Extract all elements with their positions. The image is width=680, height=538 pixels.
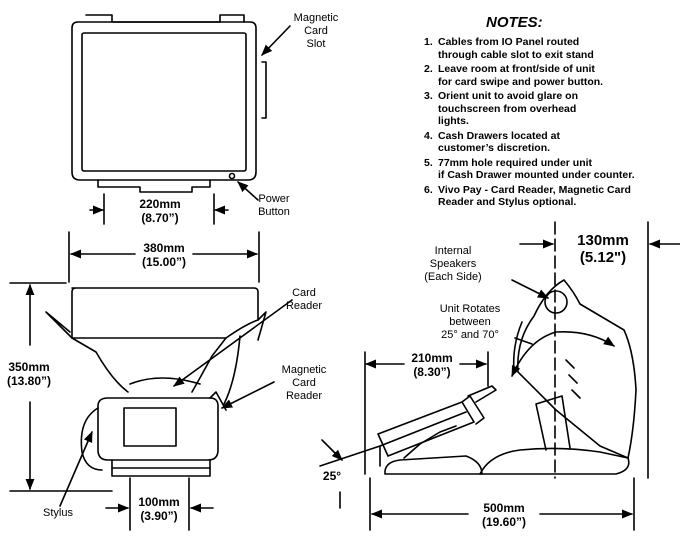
base-width-dimension: 220mm (8.70”) — [139, 197, 181, 225]
note-item: 1. Cables from IO Panel routed through ca… — [424, 36, 674, 61]
note-text: Cables from IO Panel routed through cabl… — [438, 36, 594, 61]
unit-rotates-label: Unit Rotates between 25° and 70° — [439, 303, 501, 341]
rear-clearance-dimension: 130mm (5.12") — [577, 232, 629, 266]
card-slot-side — [261, 61, 267, 119]
note-text: Orient unit to avoid glare on touchscree… — [438, 90, 579, 127]
note-text: Cash Drawers located at customer’s discr… — [438, 129, 560, 155]
note-text: Vivo Pay - Card Reader, Magnetic Card Re… — [438, 183, 631, 209]
overall-depth-dimension: 500mm (19.60”) — [481, 501, 527, 529]
stylus-label: Stylus — [43, 507, 73, 519]
top-view — [68, 14, 291, 283]
note-number: 1. — [424, 36, 433, 48]
front-view — [9, 282, 293, 531]
note-item: 3. Orient unit to avoid glare on touchscr… — [424, 90, 674, 128]
power-button-indicator — [228, 172, 236, 180]
note-item: 5. 77mm hole required under unit if Cash … — [424, 157, 674, 182]
pedestal-width-dimension: 100mm (3.90”) — [138, 495, 180, 523]
depth-tilted-dimension: 210mm (8.30”) — [411, 351, 453, 379]
overall-width-dimension: 380mm (15.00”) — [141, 241, 187, 269]
card-reader-label: Card Reader — [285, 287, 323, 312]
note-number: 2. — [424, 63, 433, 75]
note-item: 6. Vivo Pay - Card Reader, Magnetic Card … — [424, 184, 674, 209]
power-button-label: Power Button — [258, 193, 290, 218]
note-item: 2. Leave room at front/side of unit for c… — [424, 63, 674, 88]
side-view — [319, 221, 680, 531]
notes-title: NOTES: — [486, 14, 543, 31]
note-item: 4. Cash Drawers located at customer’s dis… — [424, 130, 674, 155]
internal-speakers-label: Internal Speakers (Each Side) — [424, 245, 482, 283]
note-text: 77mm hole required under unit if Cash Dr… — [438, 156, 635, 182]
magnetic-card-slot-label: Magnetic Card Slot — [293, 12, 339, 50]
note-number: 3. — [424, 90, 433, 102]
magnetic-card-reader-label: Magnetic Card Reader — [281, 364, 327, 402]
note-number: 4. — [424, 129, 433, 142]
tilt-angle-dimension: 25° — [322, 469, 342, 483]
speaker-icon — [544, 290, 568, 314]
note-text: Leave room at front/side of unit for car… — [438, 63, 604, 88]
note-number: 6. — [424, 183, 433, 196]
note-number: 5. — [424, 156, 433, 169]
notes-list: 1. Cables from IO Panel routed through ca… — [424, 36, 674, 211]
height-dimension: 350mm (13.80”) — [6, 360, 52, 388]
